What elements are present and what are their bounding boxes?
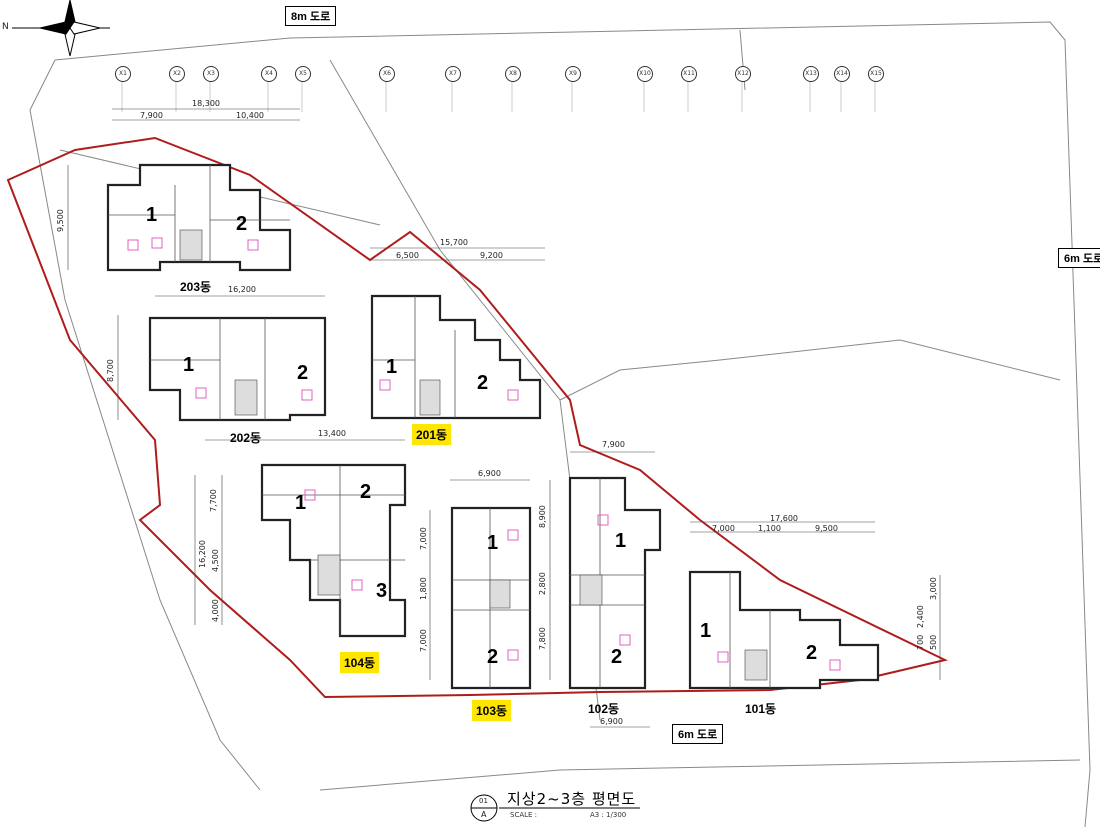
dim-7000-b: 7,000 — [419, 629, 428, 652]
dim-8900: 8,900 — [538, 505, 547, 528]
plan-102 — [568, 476, 662, 690]
dimension-lines — [67, 108, 941, 728]
building-label-202: 202동 — [230, 431, 262, 445]
dim-6900-a: 6,900 — [478, 469, 501, 478]
plan-101 — [688, 570, 880, 690]
title-mark-number: 01 — [479, 797, 488, 805]
grid-marker-x6: X6 — [379, 66, 395, 82]
grid-marker-x1: X1 — [115, 66, 131, 82]
unit-102-2: 2 — [611, 646, 623, 668]
scale-value: A3 : 1/300 — [590, 811, 627, 819]
grid-marker-x13: X13 — [803, 66, 819, 82]
dim-4500: 4,500 — [211, 549, 220, 572]
building-label-203: 203동 — [180, 280, 212, 294]
dim-9200: 9,200 — [480, 251, 503, 260]
dim-2400: 2,400 — [916, 605, 925, 628]
title-mark — [470, 794, 640, 822]
grid-marker-x9: X9 — [565, 66, 581, 82]
dim-8700: 8,700 — [106, 359, 115, 382]
grid-marker-x14: X14 — [834, 66, 850, 82]
unit-201-1: 1 — [386, 356, 398, 378]
road-label-east: 6m 도로 — [1058, 248, 1100, 268]
dim-9500: 9,500 — [815, 524, 838, 533]
drawing-title: 지상2~3층 평면도 — [507, 790, 637, 808]
site-outline — [29, 21, 1091, 827]
unit-103-2: 2 — [487, 646, 499, 668]
north-arrow-icon — [12, 0, 110, 57]
grid-marker-x10: X10 — [637, 66, 653, 82]
plan-fixtures — [127, 237, 841, 671]
dim-16200-v: 16,200 — [198, 540, 207, 568]
dim-15700: 15,700 — [440, 238, 468, 247]
dim-18300: 18,300 — [192, 99, 220, 108]
unit-203-1: 1 — [146, 204, 158, 226]
unit-102-1: 1 — [615, 530, 627, 552]
dim-17600: 17,600 — [770, 514, 798, 523]
plan-104 — [260, 463, 407, 638]
dim-4000: 4,000 — [211, 599, 220, 622]
unit-101-1: 1 — [700, 620, 712, 642]
unit-201-2: 2 — [477, 372, 489, 394]
dim-3000: 3,000 — [929, 577, 938, 600]
dim-7900: 7,900 — [140, 111, 163, 120]
plan-202 — [148, 316, 327, 422]
plan-201 — [370, 294, 542, 420]
dim-1800: 1,800 — [419, 577, 428, 600]
unit-103-1: 1 — [487, 532, 499, 554]
building-label-201: 201동 — [412, 424, 452, 445]
title-mark-sheet: A — [481, 810, 487, 819]
dim-13400: 13,400 — [318, 429, 346, 438]
stair-cores — [179, 229, 768, 681]
dim-7900-b: 7,900 — [602, 440, 625, 449]
unit-202-2: 2 — [297, 362, 309, 384]
building-label-104: 104동 — [340, 652, 380, 673]
unit-104-2: 2 — [360, 481, 372, 503]
dim-7000-a: 7,000 — [419, 527, 428, 550]
unit-203-2: 2 — [236, 213, 248, 235]
dim-2800: 2,800 — [538, 572, 547, 595]
road-label-south: 6m 도로 — [672, 724, 724, 744]
road-label-north: 8m 도로 — [285, 6, 337, 26]
building-label-101: 101동 — [745, 702, 777, 716]
dim-7700: 7,700 — [209, 489, 218, 512]
building-plans — [106, 163, 880, 690]
unit-202-1: 1 — [183, 354, 195, 376]
dim-10400: 10,400 — [236, 111, 264, 120]
building-label-102: 102동 — [588, 702, 620, 716]
dim-700: 700 — [916, 634, 925, 650]
grid-marker-x15: X15 — [868, 66, 884, 82]
grid-lines — [121, 80, 876, 112]
dim-1100: 1,100 — [758, 524, 781, 533]
north-label: N — [2, 22, 9, 32]
grid-marker-x4: X4 — [261, 66, 277, 82]
grid-marker-x8: X8 — [505, 66, 521, 82]
dim-6900-b: 6,900 — [600, 717, 623, 726]
dim-6500: 6,500 — [396, 251, 419, 260]
grid-marker-x11: X11 — [681, 66, 697, 82]
unit-104-1: 1 — [295, 492, 307, 514]
scale-label: SCALE : — [510, 811, 538, 819]
grid-marker-x7: X7 — [445, 66, 461, 82]
unit-101-2: 2 — [806, 642, 818, 664]
plan-203 — [106, 163, 292, 272]
dim-9500-v: 9,500 — [56, 209, 65, 232]
dim-16200-h: 16,200 — [228, 285, 256, 294]
dim-500: 500 — [929, 634, 938, 650]
dim-7800: 7,800 — [538, 627, 547, 650]
grid-marker-x12: X12 — [735, 66, 751, 82]
grid-marker-x2: X2 — [169, 66, 185, 82]
grid-marker-x5: X5 — [295, 66, 311, 82]
dim-7000-c: 7,000 — [712, 524, 735, 533]
unit-104-3: 3 — [376, 580, 388, 602]
grid-marker-x3: X3 — [203, 66, 219, 82]
building-label-103: 103동 — [472, 700, 512, 721]
